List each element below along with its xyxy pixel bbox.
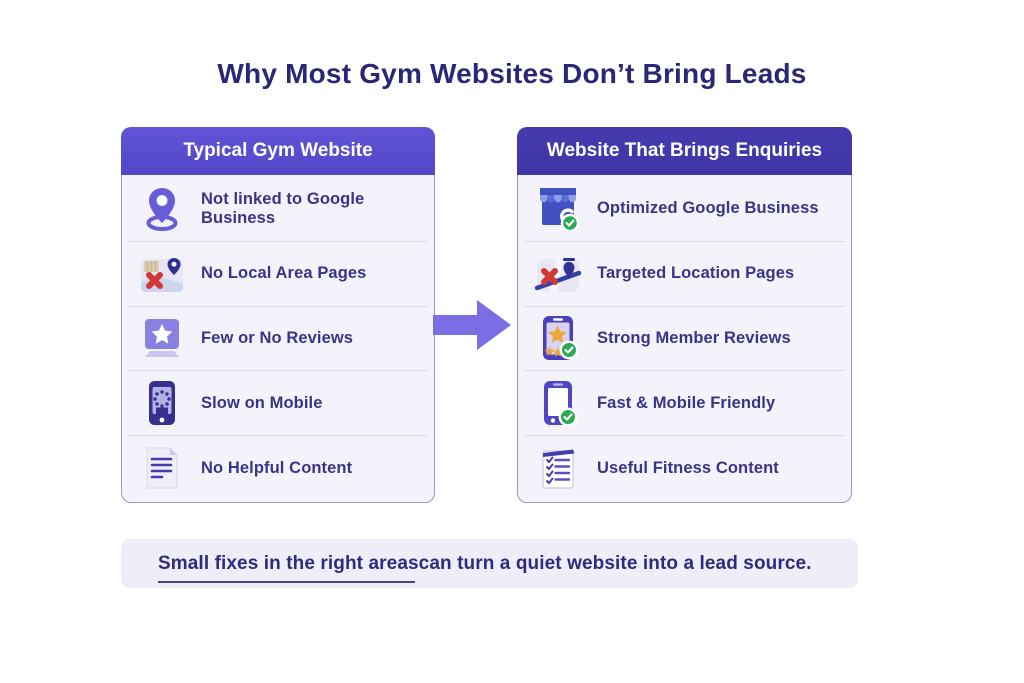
- list-item-label: Strong Member Reviews: [597, 328, 791, 347]
- storefront-check-icon: [534, 185, 582, 233]
- map-crossed-icon: [138, 250, 186, 298]
- list-item: No Local Area Pages: [128, 242, 428, 307]
- list-item-label: Fast & Mobile Friendly: [597, 393, 776, 412]
- card-typical-header: Typical Gym Website: [121, 127, 435, 175]
- page-title: Why Most Gym Websites Don’t Bring Leads: [217, 58, 807, 89]
- checklist-icon: [534, 444, 582, 492]
- screen-star-icon: [138, 314, 186, 362]
- footer-note-underlined-text: Small fixes in the right areas: [158, 552, 419, 583]
- list-item-label: Optimized Google Business: [597, 199, 819, 218]
- list-item: Fast & Mobile Friendly: [524, 371, 845, 437]
- phone-check-icon: [534, 379, 582, 427]
- list-item: Slow on Mobile: [128, 371, 428, 437]
- list-item-label: Targeted Location Pages: [597, 264, 795, 283]
- list-item: Targeted Location Pages: [524, 242, 845, 307]
- document-icon: [138, 444, 186, 492]
- list-item-label: No Local Area Pages: [201, 264, 367, 283]
- list-item: Useful Fitness Content: [524, 436, 845, 500]
- phone-star-reviews-icon: [534, 314, 582, 362]
- transform-arrow-icon: [433, 300, 511, 350]
- card-website-brings-enquiries: Website That Brings Enquiries Optimized …: [517, 127, 852, 503]
- list-item-label: Slow on Mobile: [201, 393, 323, 412]
- phone-loading-icon: [138, 379, 186, 427]
- list-item-label: Useful Fitness Content: [597, 458, 779, 477]
- list-item-label: Few or No Reviews: [201, 328, 354, 347]
- location-pin-icon: [138, 185, 186, 233]
- list-item: Not linked to Google Business: [128, 177, 428, 242]
- list-item-label: Not linked to Google Business: [201, 189, 365, 227]
- footer-note: Small fixes in the right areas can turn …: [121, 539, 858, 588]
- card-typical-gym-website: Typical Gym Website Not linked to Google…: [121, 127, 435, 503]
- list-item: Few or No Reviews: [128, 307, 428, 372]
- card-enquiries-body: Optimized Google Business Targeted Locat…: [517, 175, 852, 503]
- card-enquiries-header: Website That Brings Enquiries: [517, 127, 852, 175]
- footer-note-text: can turn a quiet website into a lead sou…: [418, 552, 812, 574]
- list-item: No Helpful Content: [128, 436, 428, 500]
- card-typical-body: Not linked to Google Business No Loca: [121, 175, 435, 503]
- list-item: Optimized Google Business: [524, 177, 845, 242]
- list-item: Strong Member Reviews: [524, 307, 845, 372]
- map-pin-target-icon: [534, 250, 582, 298]
- list-item-label: No Helpful Content: [201, 458, 353, 477]
